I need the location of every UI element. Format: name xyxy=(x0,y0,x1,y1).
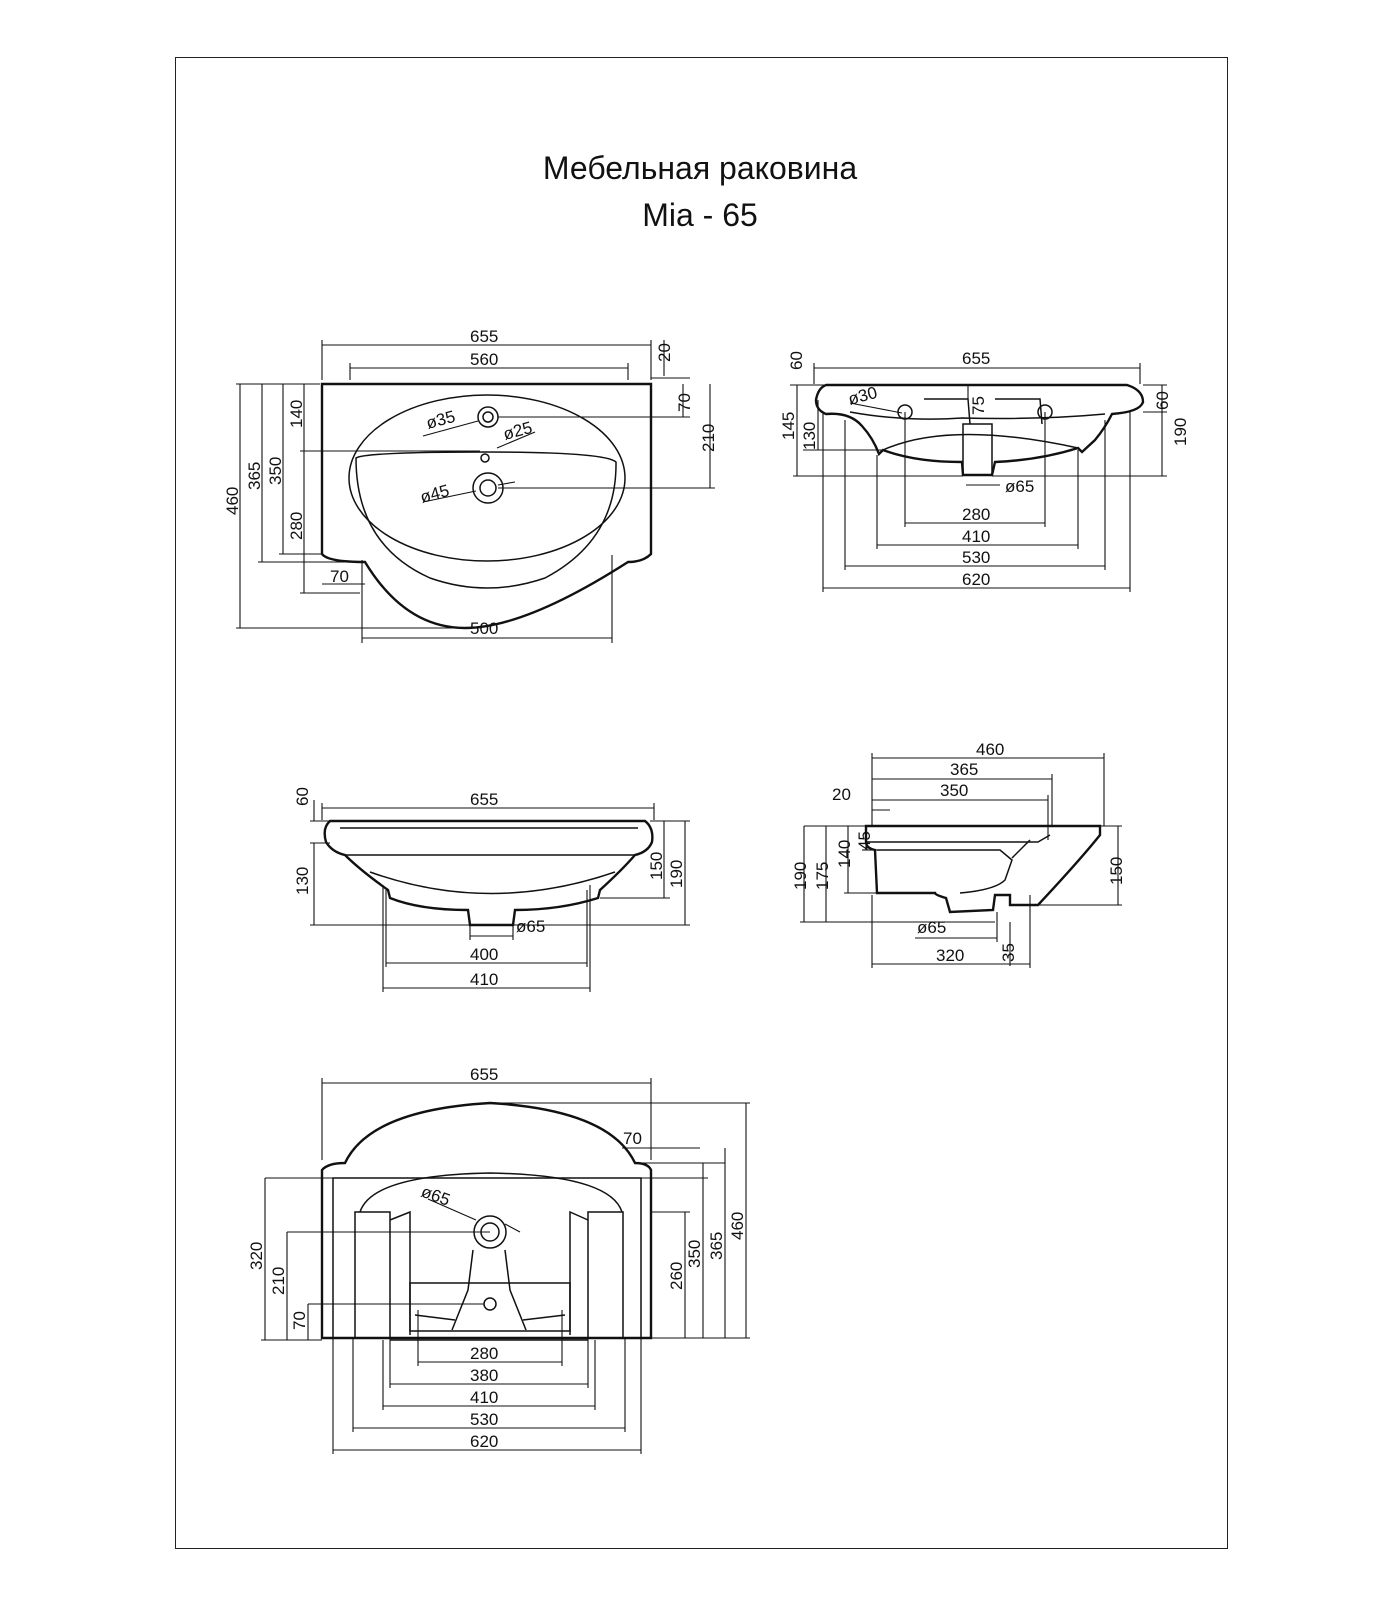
side-rim xyxy=(866,834,1051,843)
dim-label: 410 xyxy=(470,970,498,989)
dim-label: 190 xyxy=(791,862,810,890)
dim-label: 460 xyxy=(976,740,1004,759)
dim-label: 620 xyxy=(470,1432,498,1451)
bottom-inner-frame xyxy=(332,1177,642,1339)
side-view: 460 365 350 20 45 140 175 190 150 35 320… xyxy=(791,740,1126,968)
dim-label: 320 xyxy=(936,946,964,965)
front-view-outline xyxy=(323,819,654,927)
dim-label: 320 xyxy=(247,1242,266,1270)
dim-label: 35 xyxy=(999,943,1018,962)
dim-label: 60 xyxy=(1153,391,1172,410)
basin-curve xyxy=(849,411,1106,420)
dim-label: 150 xyxy=(1107,857,1126,885)
dim-label: 280 xyxy=(470,1344,498,1363)
dim-label: 400 xyxy=(470,945,498,964)
drain-slope-right xyxy=(522,1314,566,1321)
dim-label: 460 xyxy=(728,1212,747,1240)
top-view-bowl xyxy=(355,451,617,589)
top-view-rim xyxy=(348,394,626,562)
diameter-label: ø65 xyxy=(1005,477,1034,496)
dim-label: 45 xyxy=(855,831,874,850)
front-view: 60 655 130 150 190 400 410 ø65 xyxy=(293,787,690,992)
front-section-outline xyxy=(814,383,1145,477)
dim-label: 655 xyxy=(470,790,498,809)
bottom-view: 655 70 350 365 460 260 320 210 70 280 38… xyxy=(247,1065,750,1454)
dim-label: 410 xyxy=(470,1388,498,1407)
dim-label: 365 xyxy=(707,1232,726,1260)
dim-label: 210 xyxy=(269,1267,288,1295)
dim-label: 145 xyxy=(779,412,798,440)
dim-label: 20 xyxy=(832,785,851,804)
side-bowl xyxy=(877,849,1013,894)
model-name: Mia - 65 xyxy=(642,197,758,233)
dim-label: 460 xyxy=(223,487,242,515)
side-view-outline xyxy=(864,824,1102,914)
dim-label: 620 xyxy=(962,570,990,589)
dim-label: 260 xyxy=(667,1262,686,1290)
tap-hole-inner xyxy=(482,411,494,423)
drain-funnel xyxy=(451,1249,527,1331)
dim-label: 130 xyxy=(800,422,819,450)
dim-label: 500 xyxy=(470,619,498,638)
dim-label: 60 xyxy=(293,787,312,806)
dim-label: 130 xyxy=(293,867,312,895)
dim-label: 530 xyxy=(962,548,990,567)
drain-pipe xyxy=(962,423,993,476)
bowl-bottom xyxy=(369,871,616,895)
dim-label: 140 xyxy=(287,400,306,428)
front-section-view: 60 655 145 130 75 60 190 280 410 530 620… xyxy=(779,349,1190,592)
dim-label: 70 xyxy=(330,567,349,586)
top-view-outline xyxy=(320,382,653,630)
drain-hole-inner xyxy=(479,479,497,497)
dim-label: 655 xyxy=(470,1065,498,1084)
diameter-label: ø65 xyxy=(917,918,946,937)
drain-channel xyxy=(409,1282,571,1332)
bottom-view-outline xyxy=(320,1101,653,1340)
bottom-basin-back xyxy=(359,1172,623,1213)
side-back xyxy=(1011,839,1031,859)
dim-label: 410 xyxy=(962,527,990,546)
dim-label: 280 xyxy=(962,505,990,524)
dim-label: 560 xyxy=(470,350,498,369)
dim-label: 75 xyxy=(969,396,988,415)
dim-label: 70 xyxy=(675,393,694,412)
dim-label: 190 xyxy=(667,860,686,888)
dim-label: 140 xyxy=(835,840,854,868)
dim-label: 380 xyxy=(470,1366,498,1385)
dim-label: 60 xyxy=(787,351,806,370)
dim-label: 20 xyxy=(655,343,674,362)
overflow-hole xyxy=(480,453,490,463)
dim-label: 175 xyxy=(813,862,832,890)
left-support xyxy=(354,1211,391,1339)
drawing-frame xyxy=(175,57,1228,1549)
dim-label: 150 xyxy=(647,852,666,880)
dim-label: 190 xyxy=(1171,418,1190,446)
dim-label: 350 xyxy=(266,457,285,485)
dim-label: 210 xyxy=(699,424,718,452)
dim-label: 365 xyxy=(245,462,264,490)
dim-label: 350 xyxy=(940,781,968,800)
right-pillar xyxy=(995,398,1043,425)
dim-label: 280 xyxy=(287,512,306,540)
basin-inner xyxy=(882,433,1079,451)
dim-label: 530 xyxy=(470,1410,498,1429)
dim-label: 655 xyxy=(962,349,990,368)
diameter-label: ø65 xyxy=(516,917,545,936)
dim-label: 365 xyxy=(950,760,978,779)
drawing-title: Мебельная раковина xyxy=(542,150,858,186)
dim-label: 70 xyxy=(290,1311,309,1330)
top-view: 655 560 20 70 210 140 365 350 460 280 70… xyxy=(223,327,718,643)
right-support xyxy=(587,1211,624,1339)
dim-label: 70 xyxy=(623,1129,642,1148)
dim-label: 655 xyxy=(470,327,498,346)
drain-slope-left xyxy=(414,1314,456,1321)
dim-label: 350 xyxy=(685,1240,704,1268)
